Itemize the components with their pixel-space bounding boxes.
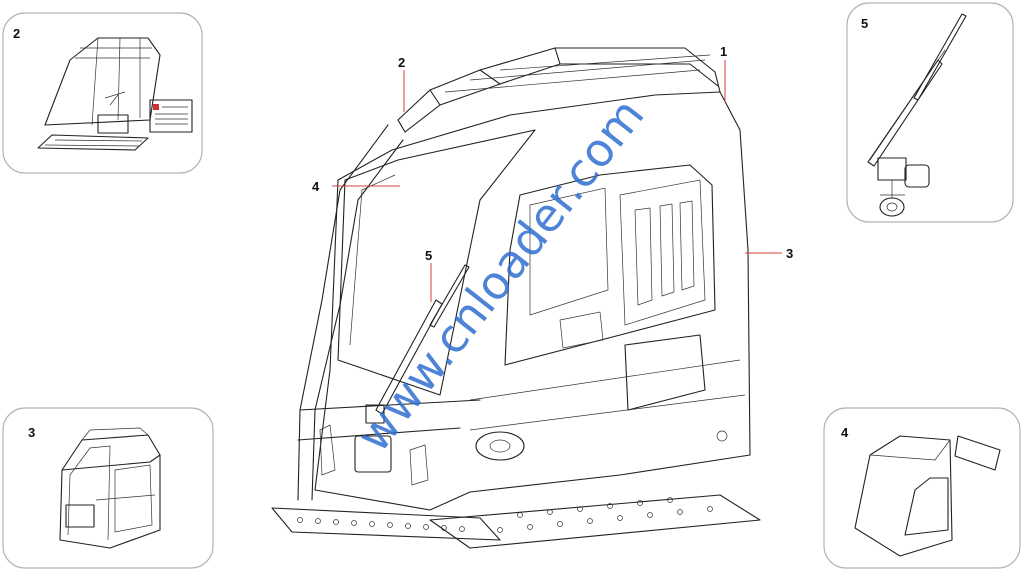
panel-label-4: 4: [841, 425, 849, 440]
main-callouts: 1 2 3 4 5: [312, 44, 793, 302]
watermark-text: www.cnloader.com: [346, 88, 654, 462]
roof-guard-thumbnail: [37, 37, 193, 151]
inset-panel-2: 2: [2, 12, 203, 174]
cab-thumbnail: [59, 427, 161, 549]
callout-5: 5: [425, 248, 432, 263]
callout-2: 2: [398, 55, 405, 70]
panel-frame: [823, 407, 1021, 569]
callout-1: 1: [720, 44, 727, 59]
panel-frame: [2, 12, 203, 174]
callout-4: 4: [312, 179, 320, 194]
main-cab-drawing: [271, 47, 761, 549]
panel-label-2: 2: [13, 26, 20, 41]
callout-3: 3: [786, 246, 793, 261]
step-plate-holes: [297, 497, 713, 533]
cab-glass-thumbnail: [854, 435, 1001, 557]
wiper-thumbnail: [867, 13, 967, 217]
panel-label-5: 5: [861, 16, 868, 31]
inset-panel-5: 5: [846, 2, 1014, 223]
inset-panel-3: 3: [2, 407, 214, 569]
panel-label-3: 3: [28, 425, 35, 440]
inset-panel-4: 4: [823, 407, 1021, 569]
panel-frame: [846, 2, 1014, 223]
